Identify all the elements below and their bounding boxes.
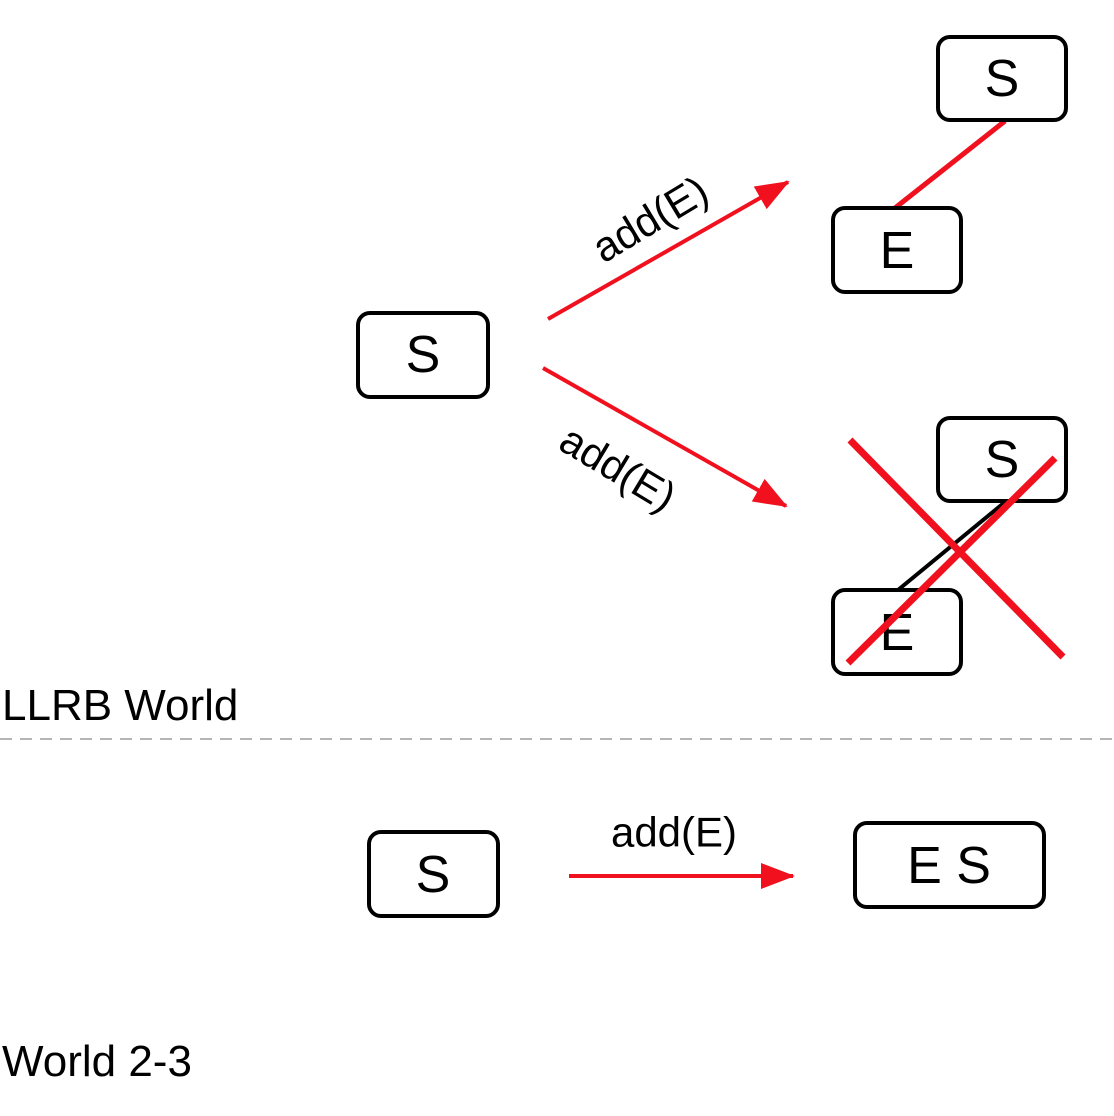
llrb-top-arrow-label: add(E) <box>584 166 716 271</box>
llrb-bottom-arrow <box>542 366 788 508</box>
llrb-start-node-label: S <box>406 326 441 384</box>
llrb-bottom-arrow-label: add(E) <box>552 415 684 520</box>
llrb-bottom-root-node: S <box>936 416 1068 503</box>
two-three-world-label: World 2-3 <box>2 1037 192 1086</box>
llrb-world-label: LLRB World <box>2 681 238 730</box>
two-three-start-node-label: S <box>416 846 451 904</box>
llrb-bottom-root-label: S <box>985 431 1020 489</box>
llrb-start-node: S <box>356 311 490 399</box>
two-three-arrow-label: add(E) <box>611 809 737 856</box>
llrb-top-red-link <box>893 119 1007 210</box>
llrb-top-child-label: E <box>880 222 915 280</box>
llrb-top-root-node: S <box>936 35 1068 122</box>
two-three-result-node-label: E S <box>907 837 991 895</box>
two-three-start-node: S <box>367 830 500 918</box>
llrb-top-root-label: S <box>985 50 1020 108</box>
llrb-bottom-child-node: E <box>831 588 963 676</box>
llrb-top-arrow <box>547 180 790 321</box>
invalid-cross-icon <box>845 437 1066 666</box>
llrb-top-child-node: E <box>831 206 963 294</box>
two-three-result-node: E S <box>853 821 1046 909</box>
